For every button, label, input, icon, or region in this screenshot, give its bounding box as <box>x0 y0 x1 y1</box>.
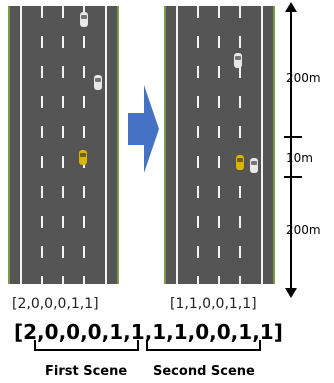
white-car <box>234 53 242 68</box>
scale-arrow-up-icon <box>285 2 297 12</box>
lane-line-dashed <box>197 6 199 284</box>
scale-label-bottom: 200m <box>286 223 321 237</box>
first-scene-road <box>8 6 119 284</box>
first-scene-label: First Scene <box>45 364 128 379</box>
scale-tick <box>284 136 302 138</box>
white-car <box>250 158 258 173</box>
lane-line-solid <box>176 6 178 284</box>
first-scene-bracket <box>34 340 139 351</box>
second-scene-vector: [1,1,0,0,1,1] <box>170 296 257 312</box>
lane-line-solid <box>261 6 263 284</box>
white-car <box>80 12 88 27</box>
scale-tick <box>284 176 302 178</box>
yellow-car <box>79 150 87 165</box>
lane-line-solid <box>20 6 22 284</box>
lane-line-dashed <box>218 6 220 284</box>
lane-line-dashed <box>83 6 85 284</box>
lane-line-solid <box>105 6 107 284</box>
distance-scale-line <box>290 6 292 294</box>
lane-line-dashed <box>62 6 64 284</box>
second-scene-road <box>164 6 275 284</box>
scale-label-top: 200m <box>286 71 321 85</box>
combined-vector: [2,0,0,0,1,1,1,1,0,0,1,1] <box>14 320 283 344</box>
yellow-car <box>236 155 244 170</box>
lane-line-dashed <box>239 6 241 284</box>
scale-label-middle: 10m <box>286 151 313 165</box>
scale-arrow-down-icon <box>285 288 297 298</box>
second-scene-label: Second Scene <box>153 364 255 379</box>
lane-line-dashed <box>41 6 43 284</box>
transition-arrow-icon <box>128 85 159 173</box>
second-scene-bracket <box>146 340 261 351</box>
first-scene-vector: [2,0,0,0,1,1] <box>12 296 99 312</box>
white-car <box>94 75 102 90</box>
